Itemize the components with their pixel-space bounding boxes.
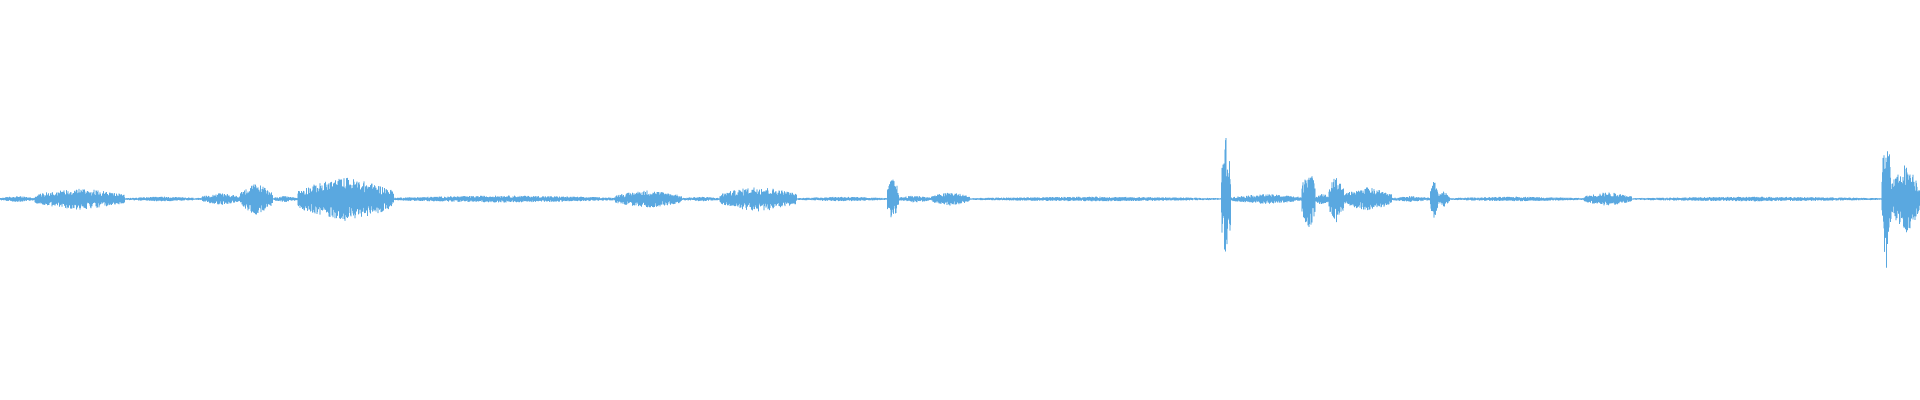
waveform-trace bbox=[0, 137, 1920, 268]
